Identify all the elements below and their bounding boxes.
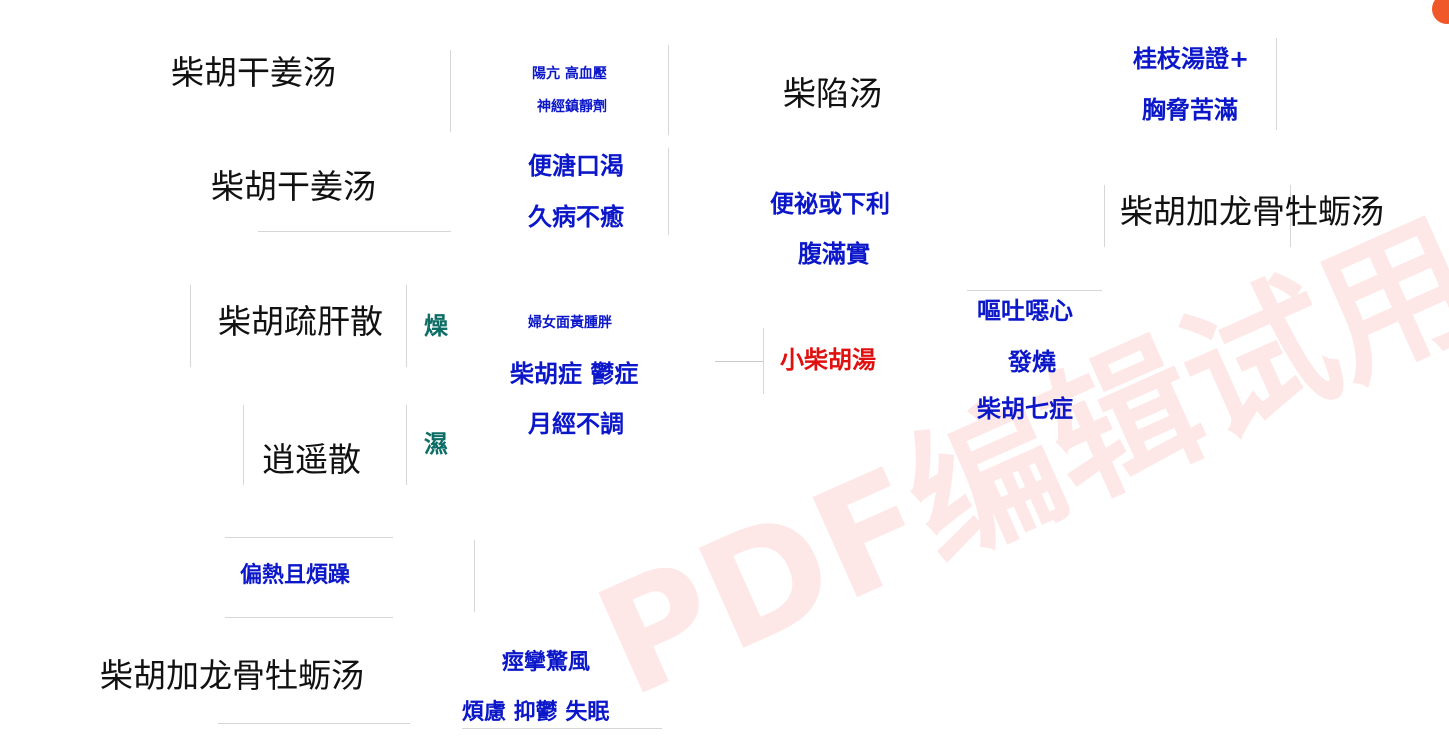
divider [225,617,393,618]
connector-line [715,361,763,362]
formula-xiao-chaihu-center: 小柴胡湯 [780,346,876,374]
symptom-nausea: 嘔吐噁心 [977,297,1073,325]
label-dry: 燥 [424,312,448,340]
symptom-guizhi: 桂枝湯證+ [1133,45,1250,73]
symptom-fever: 發燒 [1008,348,1056,376]
formula-xiaoyao: 逍遥散 [262,440,361,479]
symptom-sedative: 神經鎮靜劑 [537,99,607,115]
divider [406,285,407,367]
formula-chaihu-longgu-right: 柴胡加龙骨牡蛎汤 [1120,192,1384,231]
notification-badge[interactable] [1432,0,1449,24]
formula-chaihu-ganjiang-top: 柴胡干姜汤 [171,53,336,92]
divider [406,405,407,485]
symptom-loose-stool-thirst: 便溏口渴 [528,152,624,180]
divider [1104,185,1105,247]
divider [474,540,475,612]
divider [668,45,669,135]
divider [763,328,764,394]
divider [190,285,191,367]
divider [218,723,410,724]
formula-chaixian: 柴陷汤 [783,74,882,113]
symptom-chronic-illness: 久病不癒 [528,203,624,231]
symptom-chaihu-depression: 柴胡症 鬱症 [510,360,639,388]
symptom-chest-fullness: 胸脅苦滿 [1142,96,1238,124]
symptom-anxiety-insomnia: 煩慮 抑鬱 失眠 [462,700,610,725]
symptom-seven-signs: 柴胡七症 [977,395,1073,423]
label-damp: 濕 [424,430,448,458]
divider [243,405,244,485]
formula-chaihu-longgu-bottom: 柴胡加龙骨牡蛎汤 [100,656,364,695]
symptom-irregular-menses: 月經不調 [528,410,624,438]
symptom-convulsion: 痙攣驚風 [502,650,591,675]
formula-chaihu-shugan: 柴胡疏肝散 [218,302,383,341]
symptom-abdominal-fullness: 腹滿實 [798,240,870,268]
symptom-heat-irritability: 偏熱且煩躁 [240,563,351,588]
divider [225,537,393,538]
formula-chaihu-ganjiang: 柴胡干姜汤 [211,167,376,206]
divider [462,728,662,729]
divider [258,231,451,232]
symptom-women-edema: 婦女面黃腫胖 [528,315,612,331]
watermark: PDF编辑试用 [574,190,1449,731]
divider [668,148,669,235]
divider [967,290,1102,291]
symptom-hypertension: 陽亢 高血壓 [532,66,607,82]
divider [1276,38,1277,130]
divider [450,50,451,132]
divider [1290,185,1291,247]
symptom-constipation: 便祕或下利 [770,190,890,218]
